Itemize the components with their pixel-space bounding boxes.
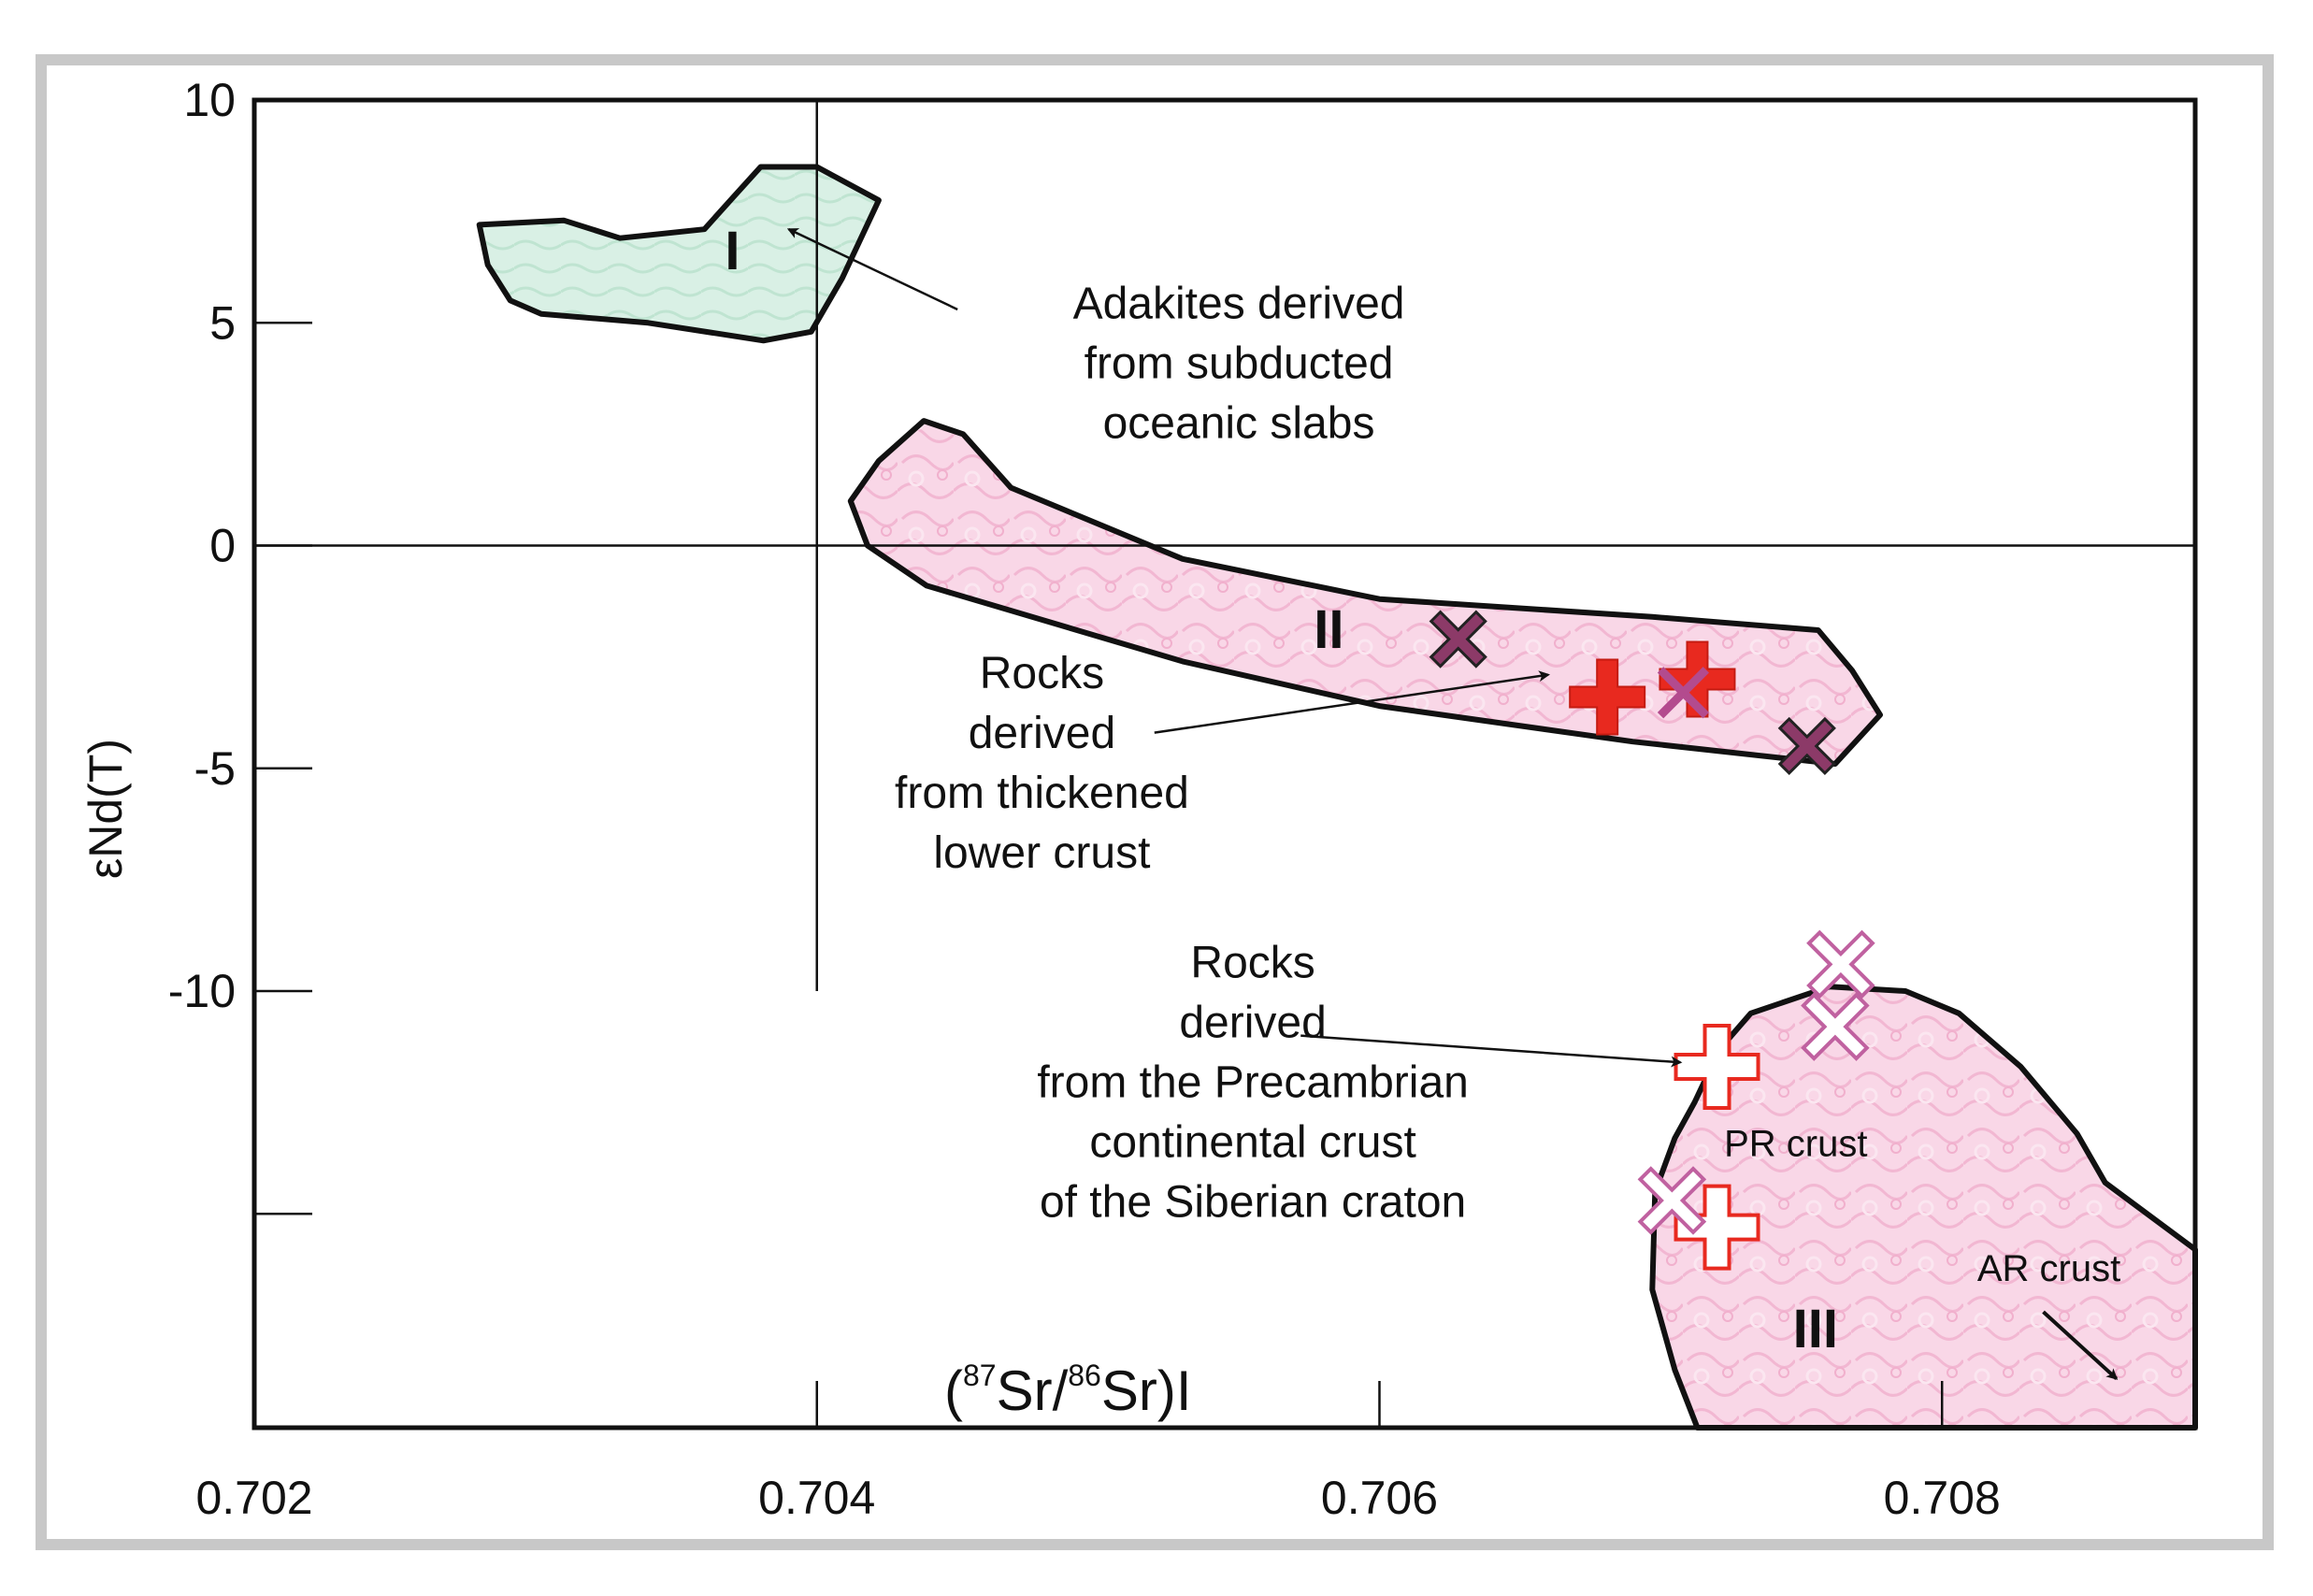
x-label-mid1: Sr/ — [997, 1359, 1069, 1422]
annotation-2-line: derived — [1179, 999, 1326, 1048]
plus-marker-open — [1674, 1024, 1760, 1111]
annotation-arrow — [786, 228, 958, 311]
axis-ticks: 10 5 0 -5 -10 0.702 0.704 0.706 0.708 — [168, 74, 2001, 1524]
x-marker-shape — [1657, 667, 1709, 719]
region-arrow — [2042, 1310, 2119, 1381]
plot-area-border — [251, 97, 2198, 1431]
annotation-2-line: of the Siberian craton — [1040, 1178, 1466, 1228]
x-label-mid2: Sr)I — [1101, 1359, 1192, 1422]
x-label-open: ( — [944, 1359, 963, 1422]
x-tick-label: 0.702 — [195, 1472, 312, 1524]
annotations: Adakites derived from subducted oceanic sl… — [786, 228, 2120, 1381]
annotation-1-line: from thickened — [895, 769, 1189, 818]
annotation-1-line: lower crust — [933, 828, 1150, 878]
x-label-sup2: 86 — [1068, 1359, 1101, 1392]
x-label-sup1: 87 — [963, 1359, 997, 1392]
annotation-1-line: derived — [969, 709, 1115, 758]
field-iii-outline — [1649, 984, 2198, 1431]
y-tick-label: 10 — [183, 74, 236, 126]
annotation-2-line: Rocks — [1190, 939, 1315, 988]
annotation-1-line: Rocks — [980, 649, 1104, 698]
annotation-arrow — [1154, 670, 1550, 734]
annotation-0-line: oceanic slabs — [1103, 398, 1375, 448]
region-label: PR crust — [1724, 1123, 1867, 1164]
data-points — [1429, 610, 1875, 1271]
x-axis-label: (87Sr/86Sr)I — [944, 1359, 1192, 1422]
x-marker-thin — [1657, 667, 1709, 719]
x-marker-open — [1801, 992, 1870, 1061]
x-marker-shape — [1806, 929, 1875, 999]
figure-frame — [36, 54, 2274, 1550]
y-tick-label: 5 — [209, 296, 236, 349]
x-tick-label: 0.706 — [1321, 1472, 1438, 1524]
y-tick-label: -5 — [194, 742, 236, 795]
x-marker-open — [1806, 929, 1875, 999]
y-axis-label: εNd(T) — [79, 739, 132, 879]
region-label: AR crust — [1977, 1248, 2120, 1289]
field-ii-label: II — [1314, 599, 1343, 660]
annotation-2-line: from the Precambrian — [1037, 1058, 1469, 1108]
x-tick-label: 0.704 — [758, 1472, 875, 1524]
x-marker-shape — [1637, 1166, 1707, 1235]
plus-marker-filled — [1569, 658, 1646, 736]
annotation-2-line: continental crust — [1089, 1118, 1416, 1168]
field-i-outline — [476, 164, 882, 344]
x-marker-shape — [1777, 716, 1836, 776]
x-marker-shape — [1801, 992, 1870, 1061]
x-marker-open — [1637, 1166, 1707, 1235]
annotation-0-line: from subducted — [1085, 338, 1394, 388]
reference-lines — [254, 100, 2195, 992]
y-tick-label: 0 — [209, 520, 236, 572]
annotation-arrow — [1300, 1034, 1683, 1068]
x-marker-filled — [1777, 716, 1836, 776]
x-marker-shape — [1429, 610, 1487, 669]
x-tick-label: 0.708 — [1884, 1472, 2001, 1524]
field-iii-label: III — [1793, 1299, 1838, 1359]
field-i-label: I — [725, 221, 740, 281]
y-tick-label: -10 — [168, 965, 236, 1017]
field-ii-outline — [847, 418, 1883, 767]
annotation-0-line: Adakites derived — [1073, 279, 1405, 328]
x-marker-filled — [1429, 610, 1487, 669]
